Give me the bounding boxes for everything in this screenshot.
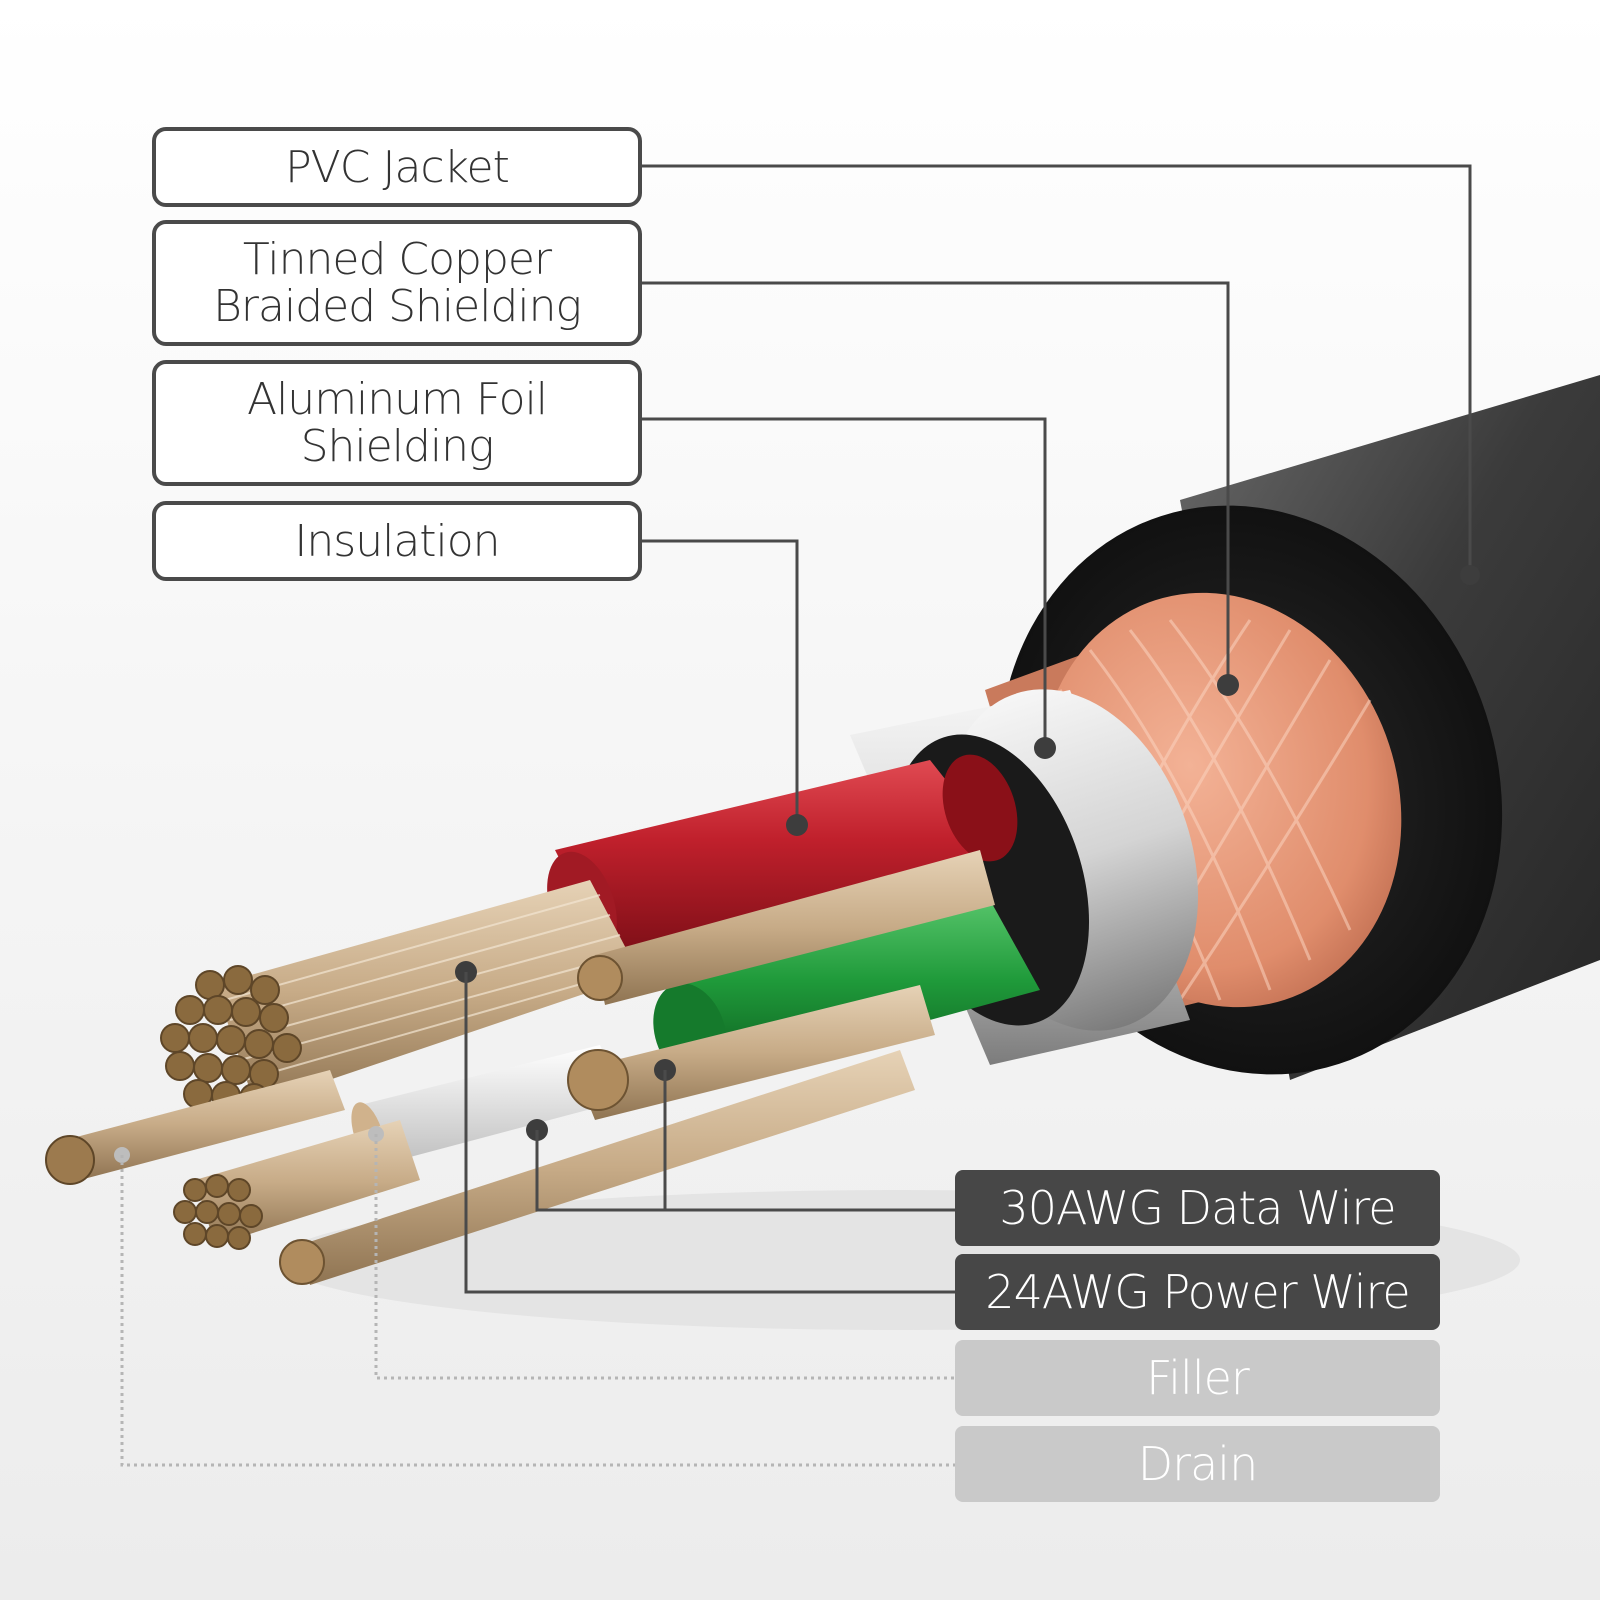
- top-leader-lines: [640, 164, 1472, 825]
- label-drain-text: Drain: [1137, 1437, 1258, 1491]
- insulation-dot: [786, 814, 808, 836]
- pvc-jacket-dot: [1460, 565, 1480, 585]
- data-wire-strands: [279, 850, 995, 1285]
- label-braided-shielding-line2: Braided Shielding: [213, 281, 582, 332]
- label-24awg-power-wire-text: 24AWG Power Wire: [985, 1265, 1410, 1319]
- bottom-leader-lines: [464, 972, 955, 1294]
- drain-wire: [45, 1070, 345, 1185]
- label-30awg-data-wire: 30AWG Data Wire: [955, 1170, 1440, 1246]
- label-30awg-data-wire-text: 30AWG Data Wire: [999, 1181, 1396, 1235]
- label-filler-text: Filler: [1146, 1351, 1250, 1405]
- label-24awg-power-wire: 24AWG Power Wire: [955, 1254, 1440, 1330]
- leader-dots: [455, 565, 1480, 1141]
- label-braided-shielding: Tinned Copper Braided Shielding: [152, 220, 642, 346]
- dotted-leader-lines: [120, 1134, 955, 1467]
- label-insulation-text: Insulation: [294, 515, 500, 567]
- label-pvc-jacket: PVC Jacket: [152, 127, 642, 207]
- label-foil-shielding: Aluminum Foil Shielding: [152, 360, 642, 486]
- label-drain: Drain: [955, 1426, 1440, 1502]
- label-filler: Filler: [955, 1340, 1440, 1416]
- foil-dot: [1034, 737, 1056, 759]
- label-foil-shielding-line1: Aluminum Foil: [246, 374, 548, 425]
- power-wire-strands-lower: [173, 1120, 420, 1250]
- braid-dot: [1217, 674, 1239, 696]
- label-pvc-jacket-text: PVC Jacket: [285, 141, 510, 193]
- label-insulation: Insulation: [152, 501, 642, 581]
- label-braided-shielding-line1: Tinned Copper: [242, 234, 552, 285]
- label-foil-shielding-line2: Shielding: [300, 421, 495, 472]
